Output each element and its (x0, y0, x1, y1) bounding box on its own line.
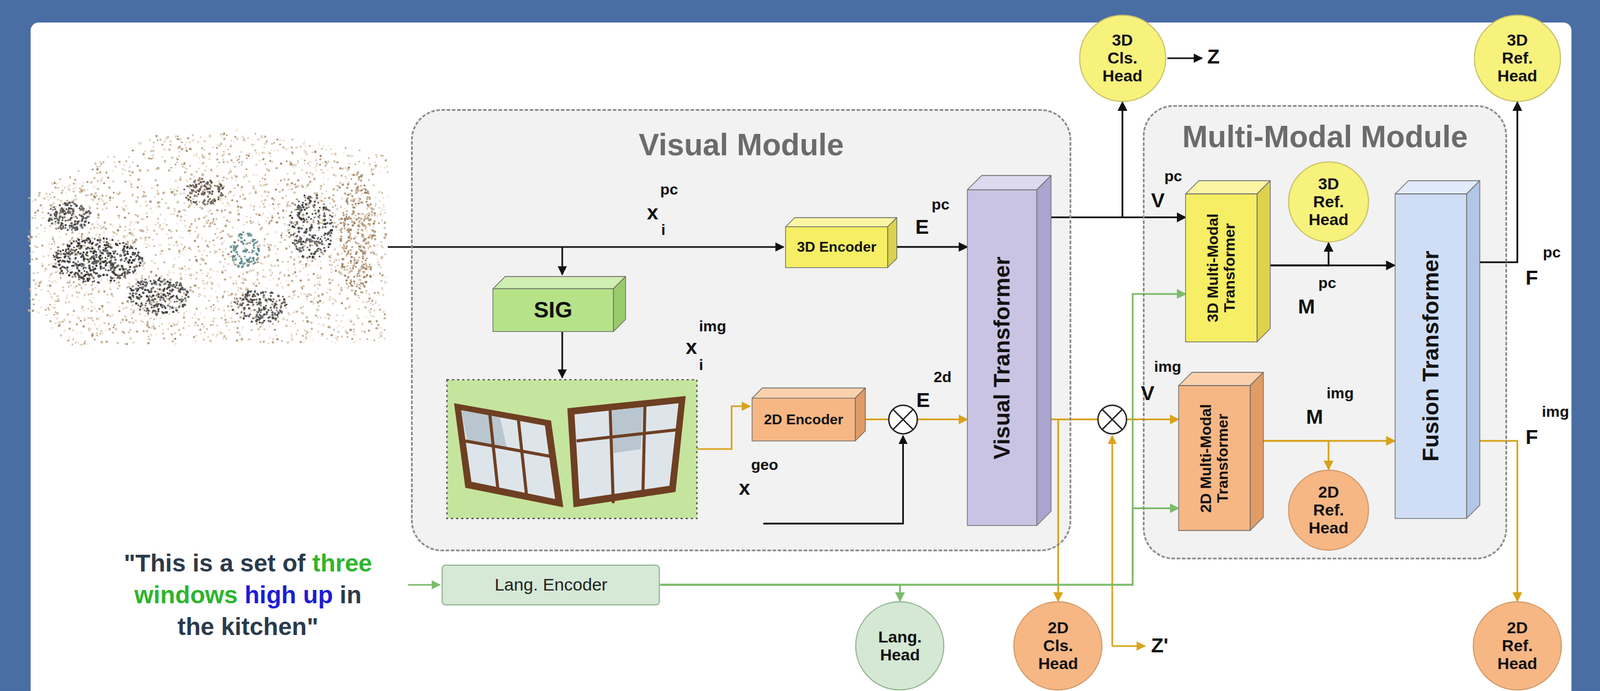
stage: Visual ModuleSIG3D Encoder2D EncoderVisu… (0, 0, 1600, 691)
